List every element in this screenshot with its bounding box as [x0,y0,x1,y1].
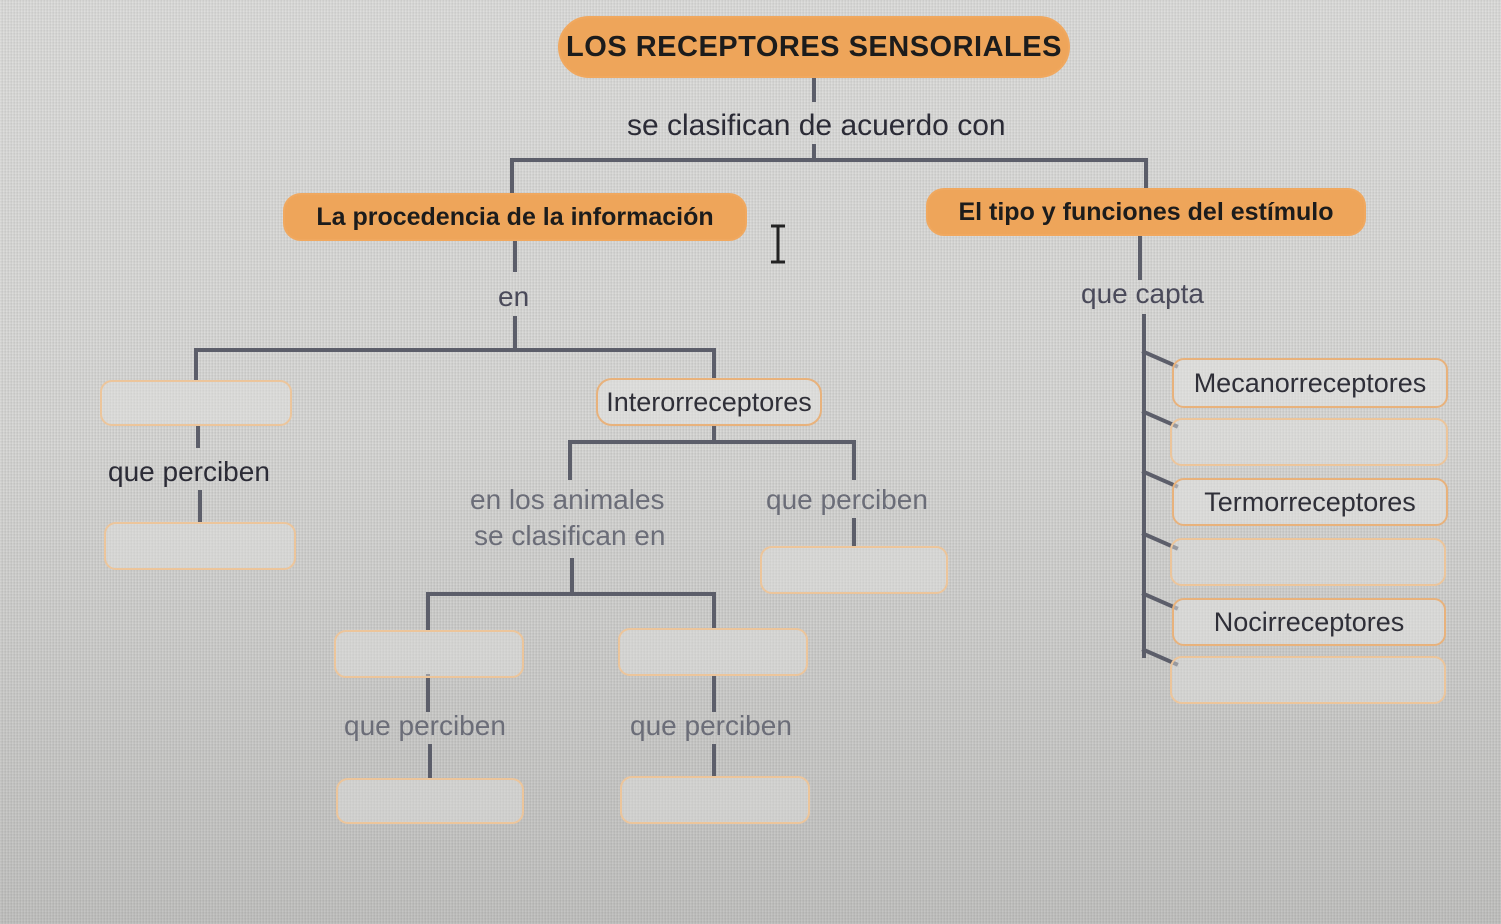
right-branch-node: El tipo y funciones del estímulo [926,188,1366,236]
interorreceptores-node: Interorreceptores [596,378,822,426]
title-text: LOS RECEPTORES SENSORIALES [566,30,1062,63]
en-connector-text: en [498,281,530,312]
right-item-empty-3[interactable] [1170,656,1446,704]
right-item-3-text: Termorreceptores [1204,486,1416,517]
se-clasifican-en-text: se clasifican en [474,520,666,551]
interorreceptores-text: Interorreceptores [606,386,812,417]
subtype-2-connector-text: que perciben [630,710,792,741]
right-item-empty-1[interactable] [1170,418,1448,466]
line-to-item-3 [1141,469,1179,489]
subtype-1-node[interactable] [334,630,524,678]
right-item-1-text: Mecanorreceptores [1193,367,1427,398]
right-item-nocirreceptores: Nocirreceptores [1172,598,1446,646]
left-result-node[interactable] [104,522,296,570]
right-item-5-text: Nocirreceptores [1213,606,1405,637]
intero-right-result-node[interactable] [760,546,948,594]
right-branch-text: El tipo y funciones del estímulo [958,197,1334,226]
line-to-item-1 [1141,349,1179,369]
que-capta-connector-text: que capta [1081,278,1204,309]
right-item-mecanorreceptores: Mecanorreceptores [1172,358,1448,408]
right-item-termorreceptores: Termorreceptores [1172,478,1448,526]
line-to-item-5 [1141,591,1179,611]
main-connector-text: se clasifican de acuerdo con [627,109,1006,142]
en-los-animales-text: en los animales [470,484,665,515]
subtype-2-node[interactable] [618,628,808,676]
subtype-2-result-node[interactable] [620,776,810,824]
text-cursor-icon [771,224,785,264]
subtype-1-result-node[interactable] [336,778,524,824]
title-node: LOS RECEPTORES SENSORIALES [558,16,1070,78]
que-perciben-left-text: que perciben [108,456,270,487]
right-item-empty-2[interactable] [1170,538,1446,586]
left-empty-node[interactable] [100,380,292,426]
left-branch-node: La procedencia de la información [283,193,747,241]
subtype-1-connector-text: que perciben [344,710,506,741]
left-branch-text: La procedencia de la información [316,202,714,231]
que-perciben-right-text: que perciben [766,484,928,515]
